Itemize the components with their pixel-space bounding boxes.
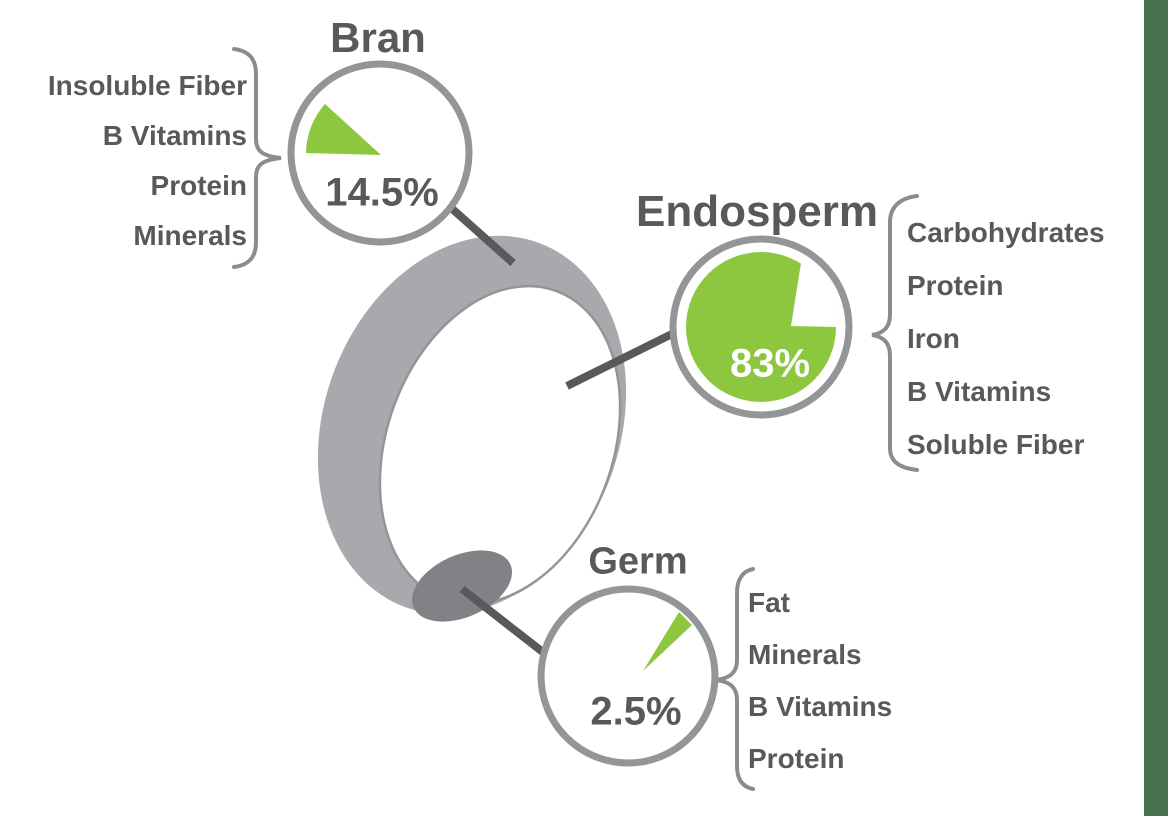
- nutrient-item: Minerals: [133, 220, 247, 251]
- germ-nutrient-list: Fat Minerals B Vitamins Protein: [748, 585, 892, 777]
- nutrient-item: Soluble Fiber: [907, 429, 1085, 460]
- germ-percent-label: 2.5%: [590, 689, 682, 734]
- bran-pie-circle: [287, 60, 473, 246]
- bran-title: Bran: [330, 14, 426, 61]
- endosperm-percent-label: 83%: [729, 341, 811, 386]
- nutrient-item: B Vitamins: [748, 691, 893, 722]
- nutrient-item: Protein: [150, 170, 247, 201]
- bran-pie-slice: [306, 104, 381, 155]
- nutrient-item: Insoluble Fiber: [47, 70, 247, 101]
- endosperm-pie-notch: [791, 263, 837, 327]
- germ-connector-line: [459, 585, 556, 664]
- bran-nutrient-list: Insoluble Fiber B Vitamins Protein Miner…: [48, 68, 247, 254]
- bran-brace: [232, 47, 282, 269]
- endosperm-brace: [871, 194, 919, 472]
- endosperm-nutrient-list: Carbohydrates Protein Iron B Vitamins So…: [907, 215, 1105, 463]
- nutrient-item: Iron: [907, 323, 960, 354]
- nutrient-item: B Vitamins: [907, 376, 1052, 407]
- germ-pie-circle: [537, 585, 719, 767]
- endosperm-title: Endosperm: [635, 187, 879, 236]
- endosperm-connector-line: [565, 323, 688, 390]
- germ-pie-slice: [643, 612, 692, 671]
- nutrient-item: Carbohydrates: [907, 217, 1105, 248]
- nutrient-item: Protein: [748, 743, 845, 774]
- nutrient-item: Fat: [748, 587, 790, 618]
- nutrient-item: Protein: [907, 270, 1004, 301]
- bran-connector-line: [446, 203, 516, 266]
- bran-percent-label: 14.5%: [325, 170, 439, 215]
- germ-title: Germ: [588, 540, 688, 583]
- right-edge-green-bar: [1144, 0, 1168, 816]
- nutrient-item: Minerals: [748, 639, 862, 670]
- nutrient-item: B Vitamins: [102, 120, 247, 151]
